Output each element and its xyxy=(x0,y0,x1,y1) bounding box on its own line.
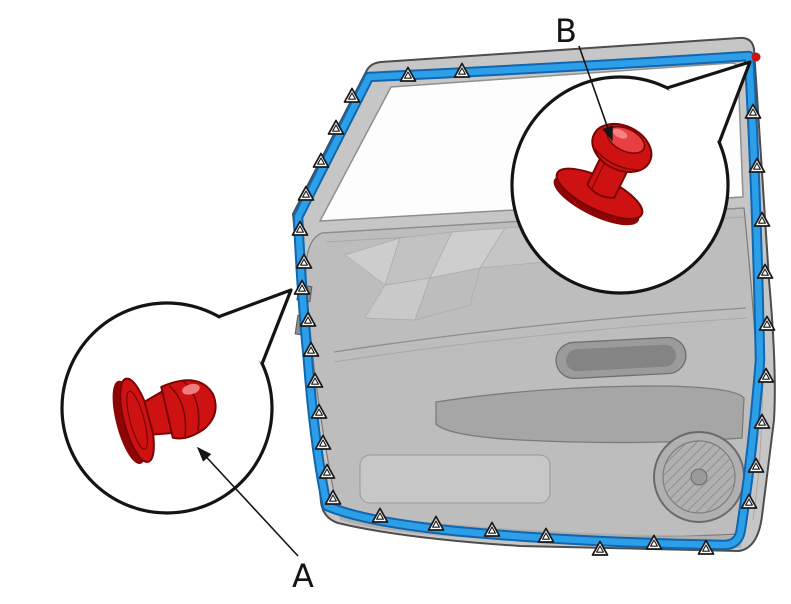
callout-a: A xyxy=(60,288,314,595)
trim-seam-upper xyxy=(333,307,747,353)
armrest xyxy=(435,385,745,444)
map-pocket xyxy=(359,454,551,504)
callout-label-a: A xyxy=(292,557,314,595)
panel-facet-texture xyxy=(344,223,561,321)
callout-pointer-a xyxy=(217,288,293,365)
leader-line-b xyxy=(578,45,613,142)
clip-b-illustration xyxy=(553,122,653,226)
callout-label-b: B xyxy=(555,12,577,50)
speaker-grille xyxy=(653,431,745,523)
callout-pointer-b xyxy=(666,60,752,144)
trim-seam-lower xyxy=(333,317,748,363)
door-pull-handle xyxy=(555,336,687,380)
callout-b: B xyxy=(510,12,752,295)
clip-location-dot xyxy=(751,52,761,62)
clip-a-illustration xyxy=(112,377,217,465)
leader-line-a xyxy=(196,446,299,557)
weatherstrip-seal xyxy=(292,50,766,551)
weatherstrip-seal-face xyxy=(294,52,764,549)
